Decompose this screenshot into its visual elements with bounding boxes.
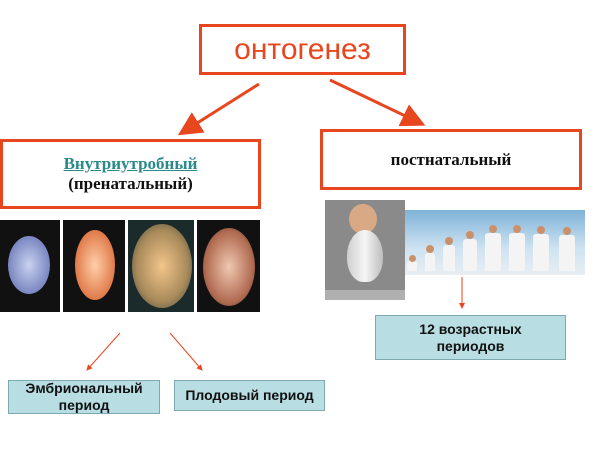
root-node-ontogenesis: онтогенез [199,24,406,75]
embryo-photo-2 [63,220,125,312]
fetal-period-label: Плодовый период [185,387,314,403]
age-periods-label: 12 возрастных периодов [419,320,522,354]
postnatal-title: постнатальный [390,149,512,169]
prenatal-title-link[interactable]: Внутриутробный [63,154,198,173]
age-lineup-photo [405,210,585,275]
branch-prenatal: Внутриутробный (пренатальный) [0,139,261,209]
embryo-photo-4 [197,220,260,312]
age-periods-box: 12 возрастных периодов [375,315,566,360]
fetal-period-box: Плодовый период [174,380,325,411]
embryonic-period-label: Эмбриональный период [25,380,143,413]
baby-egg-photo [325,200,405,300]
embryo-photo-1 [0,220,60,312]
embryo-photo-3 [128,220,194,312]
prenatal-subtitle: (пренатальный) [68,174,193,193]
root-label: онтогенез [234,32,371,66]
embryonic-period-box: Эмбриональный период [8,380,160,414]
branch-postnatal: постнатальный [320,129,582,190]
